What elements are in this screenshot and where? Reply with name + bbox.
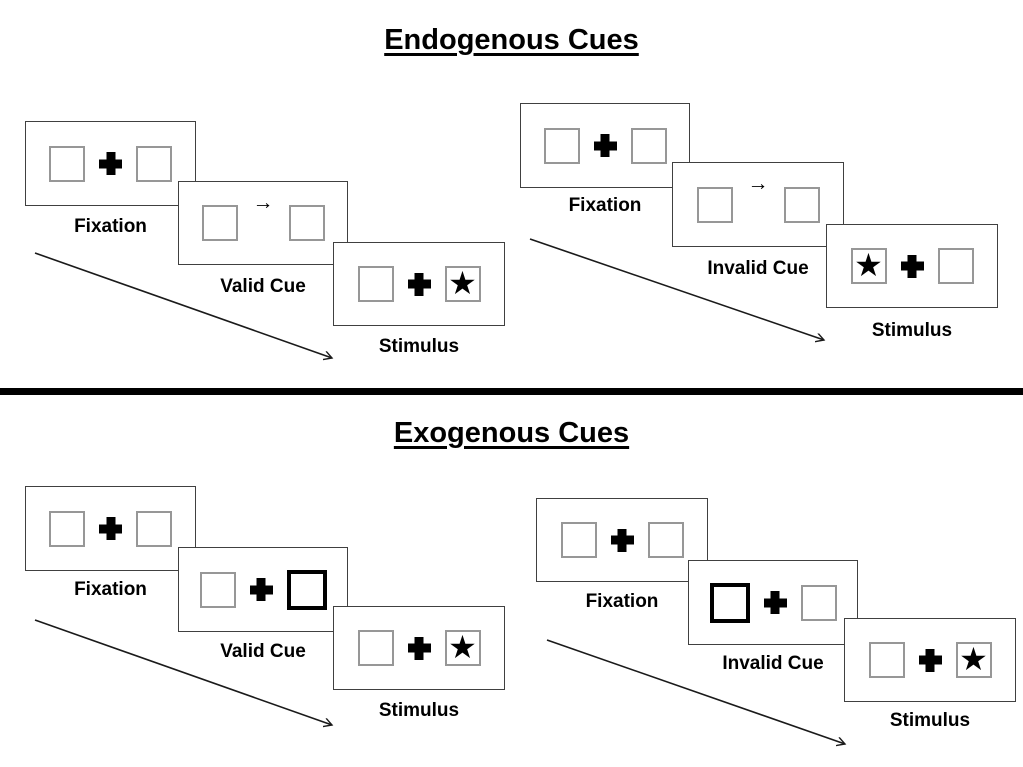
cue-screen xyxy=(178,547,348,632)
right-box-with-star: ★ xyxy=(955,640,992,678)
left-box xyxy=(357,630,394,666)
fixation-cross-icon xyxy=(408,273,431,296)
timeline-arrow-endogenous-valid xyxy=(34,252,332,358)
cue-label: Valid Cue xyxy=(220,276,306,297)
fixation-screen xyxy=(25,486,196,571)
left-box xyxy=(199,571,236,608)
right-box xyxy=(136,510,172,547)
stimulus-label: Stimulus xyxy=(871,320,953,341)
fixation-cross-icon xyxy=(594,134,617,157)
stimulus-label: Stimulus xyxy=(889,710,971,731)
timeline-arrow-endogenous-invalid xyxy=(529,238,824,340)
fixation-label: Fixation xyxy=(74,579,147,600)
left-box xyxy=(357,266,394,302)
cue-label: Valid Cue xyxy=(220,641,306,662)
fixation-label: Fixation xyxy=(585,591,659,612)
right-box xyxy=(288,205,325,241)
section-divider xyxy=(0,388,1023,395)
exogenous-section-title: Exogenous Cues xyxy=(393,417,630,449)
star-icon: ★ xyxy=(959,640,988,678)
arrow-right-cue-icon: → xyxy=(252,190,274,214)
left-box xyxy=(49,145,85,182)
left-box xyxy=(868,642,905,678)
fixation-cross-icon xyxy=(764,591,787,614)
star-icon: ★ xyxy=(448,264,477,302)
cue-label: Invalid Cue xyxy=(707,258,809,279)
right-box xyxy=(630,127,667,164)
right-box xyxy=(647,522,684,558)
fixation-cross-icon xyxy=(250,578,273,601)
left-box-with-star: ★ xyxy=(850,246,887,284)
fixation-cross-icon xyxy=(901,255,924,278)
right-box xyxy=(937,248,974,284)
timeline-arrow-exogenous-valid xyxy=(34,619,332,725)
fixation-cross-icon xyxy=(919,649,942,672)
fixation-screen xyxy=(536,498,708,582)
timeline-arrow-exogenous-invalid xyxy=(546,639,845,744)
left-box xyxy=(49,510,85,547)
central-cue: → xyxy=(252,192,275,235)
fixation-cross-icon xyxy=(408,637,431,660)
right-box xyxy=(783,186,820,223)
fixation-screen xyxy=(520,103,690,188)
right-box xyxy=(800,584,837,621)
fixation-cross-icon xyxy=(99,152,122,175)
left-box xyxy=(201,205,238,241)
right-box-with-star: ★ xyxy=(444,628,481,666)
stimulus-screen: ★ xyxy=(826,224,998,308)
fixation-label: Fixation xyxy=(74,216,147,237)
fixation-screen xyxy=(25,121,196,206)
stimulus-screen: ★ xyxy=(333,606,505,690)
fixation-cross-icon xyxy=(99,517,122,540)
cue-screen: → xyxy=(672,162,844,247)
left-box-bold-cue xyxy=(709,582,750,623)
right-box-bold-cue xyxy=(286,569,327,610)
stimulus-screen: ★ xyxy=(844,618,1016,702)
star-icon: ★ xyxy=(854,246,883,284)
stimulus-label: Stimulus xyxy=(378,700,460,721)
fixation-label: Fixation xyxy=(568,195,642,216)
right-box-with-star: ★ xyxy=(444,264,481,302)
stimulus-screen: ★ xyxy=(333,242,505,326)
star-icon: ★ xyxy=(448,628,477,666)
endogenous-section-title: Endogenous Cues xyxy=(384,24,639,56)
cue-screen xyxy=(688,560,858,645)
central-cue: → xyxy=(747,173,770,216)
cue-label: Invalid Cue xyxy=(722,653,824,674)
fixation-cross-icon xyxy=(611,529,634,552)
arrow-right-cue-icon: → xyxy=(747,172,769,195)
cue-screen: → xyxy=(178,181,348,265)
stimulus-label: Stimulus xyxy=(378,336,460,357)
left-box xyxy=(543,127,580,164)
left-box xyxy=(696,186,733,223)
left-box xyxy=(560,522,597,558)
right-box xyxy=(136,145,172,182)
